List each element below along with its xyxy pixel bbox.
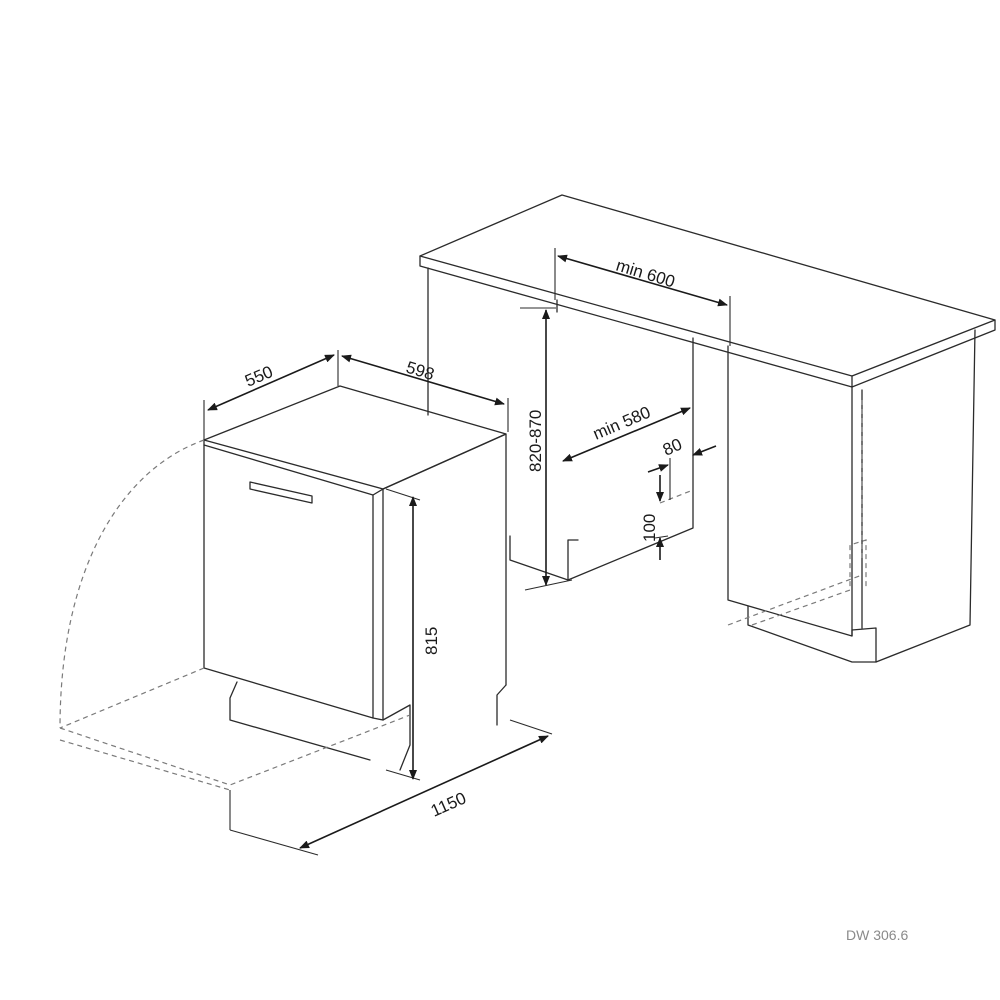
right-cabinet-plinth <box>747 605 877 663</box>
label-plinth-height: 100 <box>640 514 659 542</box>
right-cabinet-front <box>727 345 853 637</box>
ext-100 <box>654 535 669 539</box>
label-depth: 550 <box>242 362 276 391</box>
countertop-side <box>851 319 996 388</box>
label-door-swing: 1150 <box>428 788 469 820</box>
ext-815-a <box>385 488 421 501</box>
dishwasher-side <box>382 433 507 686</box>
label-niche-height: 820-870 <box>526 410 545 472</box>
dishwasher-door <box>203 444 374 719</box>
label-plinth-depth: 80 <box>660 435 685 460</box>
label-height: 815 <box>422 627 441 655</box>
door-thickness <box>372 488 384 721</box>
dimension-labels: 550 598 815 1150 min 600 820-870 min 580… <box>242 256 908 943</box>
hidden-line-2 <box>751 539 867 626</box>
dishwasher <box>59 385 507 791</box>
dim-line-min-600 <box>557 254 728 307</box>
label-width: 598 <box>404 358 437 384</box>
rear-foot <box>496 684 507 726</box>
right-cabinet-side <box>851 329 976 663</box>
ext-1150-b <box>229 829 319 856</box>
label-niche-width: min 600 <box>614 256 677 292</box>
door-swing-arc <box>59 439 205 729</box>
model-code: DW 306.6 <box>846 927 908 943</box>
dim-line-598 <box>341 354 505 406</box>
hidden-line-3 <box>659 489 694 504</box>
countertop-front <box>419 255 853 388</box>
ext-1150-c <box>509 719 553 735</box>
dim-line-1150 <box>299 735 549 849</box>
dim-line-80-b <box>692 445 717 456</box>
dishwasher-top <box>203 385 507 490</box>
countertop-top <box>419 194 996 377</box>
dishwasher-plinth <box>229 681 371 761</box>
open-door-front <box>59 739 231 791</box>
kitchen-cabinet <box>419 194 996 663</box>
door-handle <box>249 481 313 504</box>
front-foot <box>382 704 411 771</box>
ext-815-b <box>385 769 421 781</box>
dim-line-min-580 <box>562 407 691 462</box>
hidden-line-1 <box>727 574 863 626</box>
label-niche-depth: min 580 <box>590 403 653 444</box>
dimension-lines <box>203 248 731 856</box>
ext-820-b <box>524 579 573 591</box>
open-door-outline <box>59 714 411 786</box>
open-door-side <box>59 667 205 729</box>
dim-line-80-a <box>647 464 669 473</box>
niche-plinth-front <box>567 539 579 581</box>
dim-line-550 <box>207 354 335 411</box>
